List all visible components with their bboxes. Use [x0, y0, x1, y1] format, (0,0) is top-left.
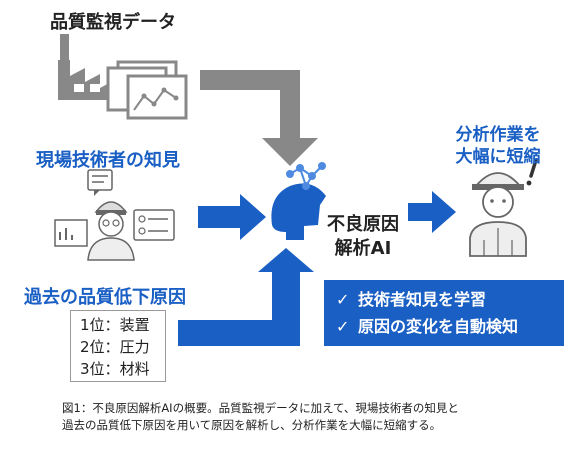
- cause-ranking-box: 1位：装置 2位：圧力 3位：材料: [70, 310, 166, 382]
- label-past-causes: 過去の品質低下原因: [24, 287, 186, 308]
- ai-name-line2: 解析AI: [334, 238, 392, 259]
- rank-separator: ：: [104, 360, 120, 378]
- rank-label: 2位: [80, 338, 105, 356]
- caption-line-1: 図1：不良原因解析AIの概要。品質監視データに加えて、現場技術者の知見と: [62, 401, 459, 415]
- feature-row-1: ✓ 技術者知見を学習: [336, 286, 564, 313]
- rank-label: 3位: [80, 360, 105, 378]
- label-quality-data: 品質監視データ: [50, 12, 176, 33]
- ai-name-line1: 不良原因: [327, 214, 399, 235]
- engineer-icon: [54, 201, 175, 261]
- ranking-row-1: 1位：装置: [80, 314, 165, 336]
- rank-item: 材料: [119, 360, 150, 378]
- check-icon: ✓: [336, 290, 350, 309]
- result-line2: 大幅に短縮: [455, 147, 541, 167]
- rank-label: 1位: [80, 316, 105, 334]
- label-field-knowledge: 現場技術者の知見: [36, 150, 180, 171]
- ranking-row-2: 2位：圧力: [80, 336, 165, 358]
- worker-icon: [469, 172, 527, 257]
- ai-head-icon: [271, 162, 326, 240]
- feature-text: 技術者知見を学習: [358, 290, 487, 309]
- result-line1: 分析作業を: [455, 125, 541, 145]
- blue-arrow-result: [408, 191, 456, 233]
- gray-elbow-arrow: [200, 70, 318, 166]
- factory-icon: [58, 34, 115, 100]
- feature-text: 原因の変化を自動検知: [358, 317, 519, 336]
- rank-separator: ：: [104, 316, 120, 334]
- figure-caption: 図1：不良原因解析AIの概要。品質監視データに加えて、現場技術者の知見と 過去の…: [62, 400, 459, 434]
- blue-elbow-arrow: [178, 248, 314, 346]
- ai-features-panel: ✓ 技術者知見を学習 ✓ 原因の変化を自動検知: [324, 280, 564, 346]
- check-icon: ✓: [336, 317, 350, 336]
- exclamation-icon: [526, 158, 538, 186]
- document-chart-icon: [106, 60, 188, 120]
- blue-arrow-knowledge: [198, 194, 266, 240]
- ranking-row-3: 3位：材料: [80, 358, 165, 380]
- speech-bubble-icon: [87, 169, 113, 196]
- rank-item: 圧力: [119, 338, 150, 356]
- caption-line-2: 過去の品質低下原因を用いて原因を解析し、分析作業を大幅に短縮する。: [62, 418, 442, 432]
- rank-separator: ：: [104, 338, 120, 356]
- rank-item: 装置: [119, 316, 150, 334]
- feature-row-2: ✓ 原因の変化を自動検知: [336, 313, 564, 340]
